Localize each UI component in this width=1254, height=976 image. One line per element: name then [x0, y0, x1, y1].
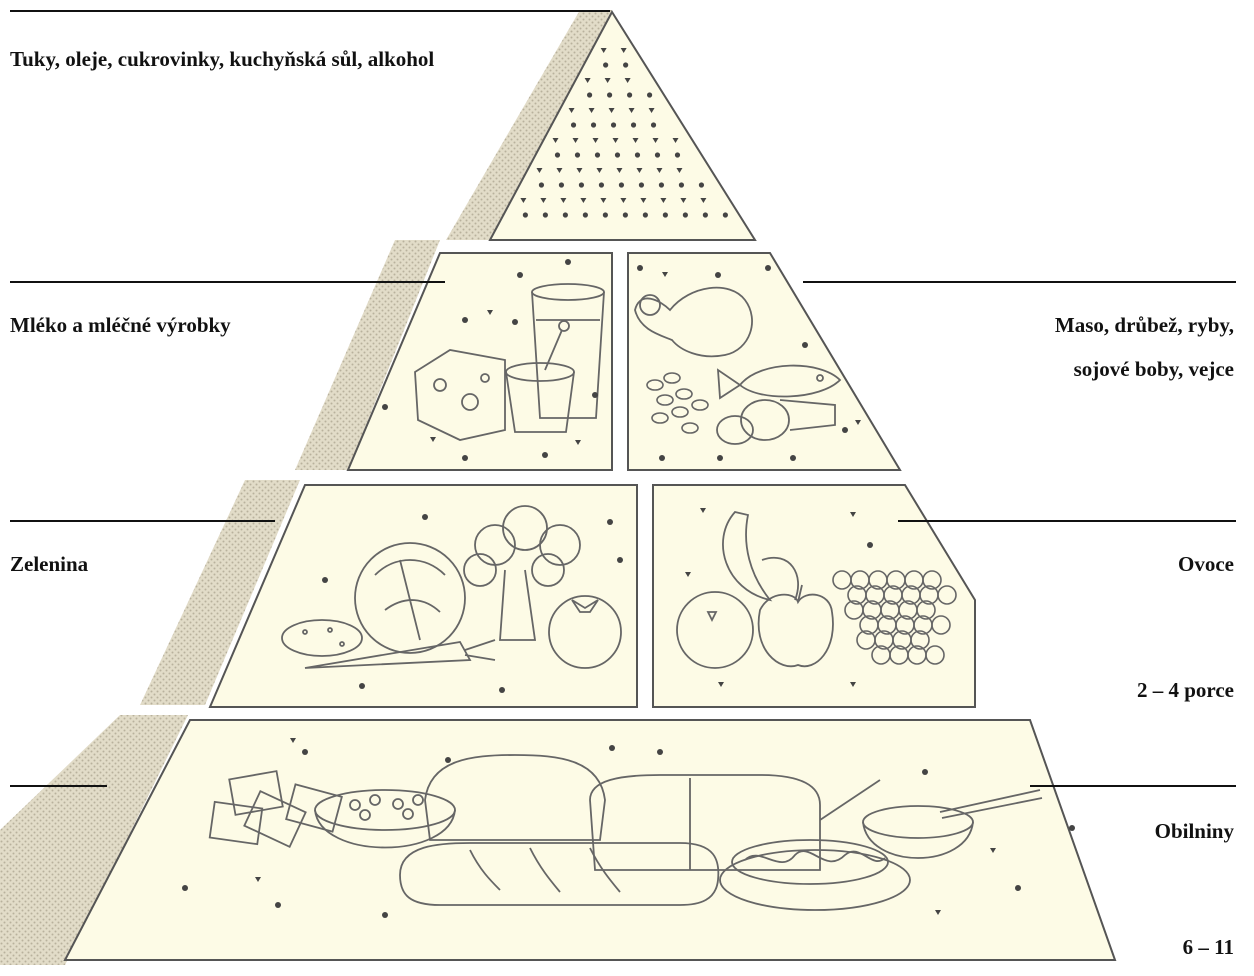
dairy-label-rule — [10, 281, 445, 283]
vegetables-label-rule — [10, 520, 275, 522]
grains-servings-label: 6 – 11 — [1183, 928, 1234, 966]
tier-fruit — [653, 485, 975, 707]
meat-label-line1: Maso, drůbež, ryby, — [1055, 306, 1234, 344]
grains-label-rule-right — [1030, 785, 1236, 787]
fruit-servings-label: 2 – 4 porce — [1137, 671, 1234, 709]
grains-label: Obilniny — [1155, 812, 1234, 850]
fats-label: Tuky, oleje, cukrovinky, kuchyňská sůl, … — [10, 40, 440, 78]
grains-label-rule-left — [10, 785, 107, 787]
tier-grains — [65, 720, 1115, 960]
tier-meat — [628, 253, 900, 470]
fruit-label-rule — [898, 520, 1236, 522]
meat-label-rule — [803, 281, 1236, 283]
fats-label-rule — [10, 10, 610, 12]
meat-label-line2: sojové boby, vejce — [1074, 350, 1234, 388]
dairy-label: Mléko a mléčné výrobky — [10, 306, 231, 344]
vegetables-label: Zelenina — [10, 545, 88, 583]
fruit-label: Ovoce — [1178, 545, 1234, 583]
